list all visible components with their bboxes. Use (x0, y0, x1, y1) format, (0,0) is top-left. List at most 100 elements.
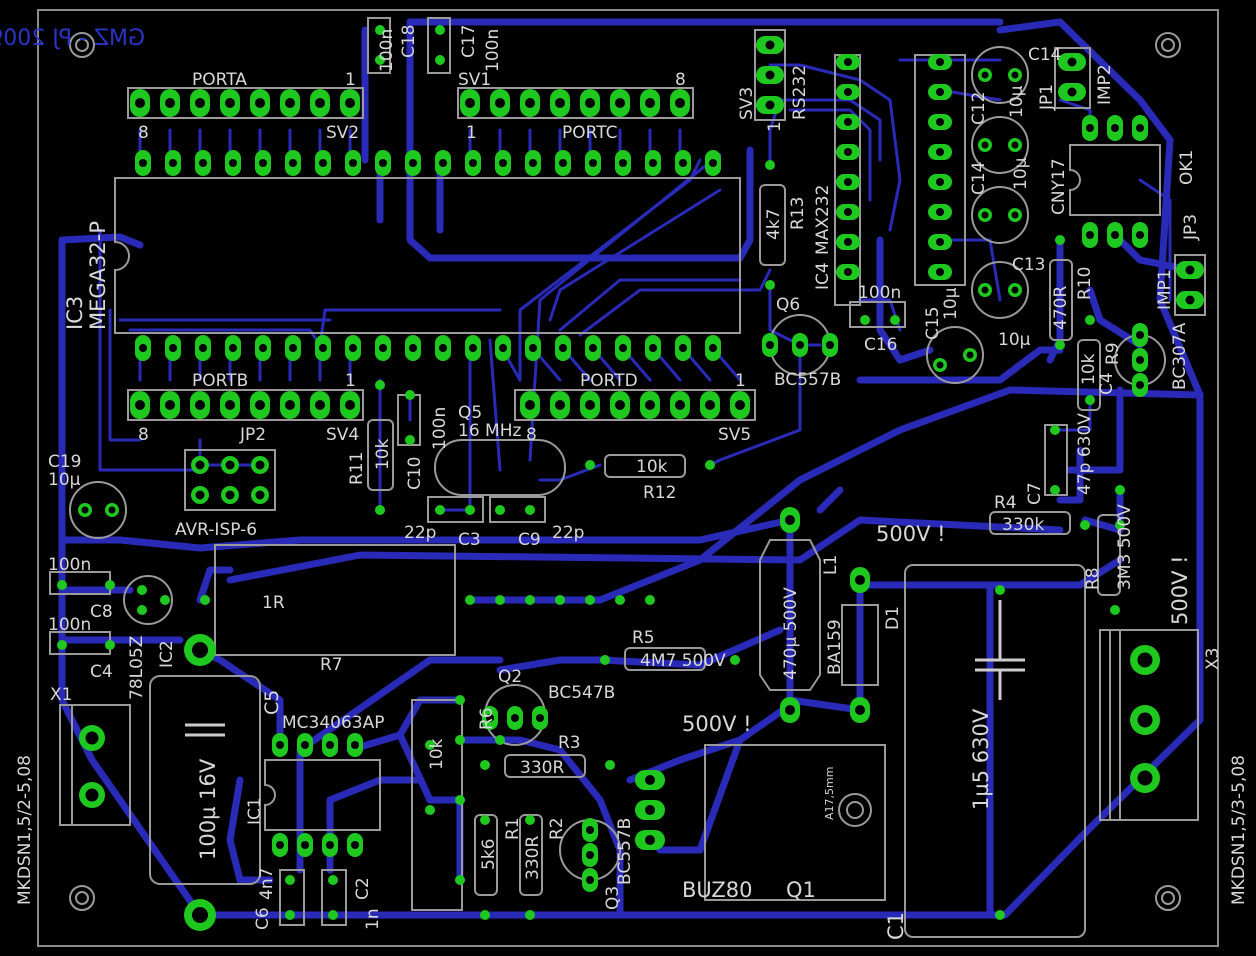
label-r12-val: 10k (636, 457, 668, 477)
pad-hole (645, 400, 655, 410)
pad-hole (319, 344, 327, 352)
label-mc34063: MC34063AP (282, 713, 385, 733)
pad-hole (195, 400, 205, 410)
pad-hole (315, 98, 325, 108)
via (585, 595, 595, 605)
label-q5-val: 16 MHz (458, 421, 521, 441)
label-r7: R7 (320, 655, 343, 675)
pad-hole (1067, 57, 1077, 67)
label-sv5: SV5 (718, 425, 751, 445)
label-r6: R6 (477, 707, 497, 730)
label-r5-val: 4M7 500V (640, 651, 726, 671)
label-r13-val: 4k7 (764, 209, 784, 240)
pad-hole (844, 238, 852, 246)
label-portd: PORTD (580, 371, 638, 391)
label-c17-val: 100n (483, 29, 503, 72)
pad-hole (675, 400, 685, 410)
label-r12: R12 (643, 483, 676, 503)
pad-hole (259, 344, 267, 352)
pad-hole (1011, 71, 1019, 79)
label-rs232: RS232 (790, 65, 810, 120)
label-c17: C17 (459, 24, 479, 58)
pad-hole (675, 98, 685, 108)
board-title: GMZ - PJ 2009 (0, 26, 145, 51)
pad-hole (1111, 231, 1119, 239)
via (585, 460, 595, 470)
label-c3-val: 22p (404, 523, 436, 543)
via (375, 55, 385, 65)
label-c1: C1 (884, 912, 908, 940)
pad-hole (1137, 770, 1153, 786)
pad-hole (645, 835, 655, 845)
pad-hole (765, 70, 775, 80)
label-c7: C7 (1025, 482, 1045, 505)
label-mkdsn-right: MKDSN1,5/3-5,08 (1229, 755, 1249, 905)
via (375, 25, 385, 35)
via (1080, 520, 1090, 530)
pad-hole (1136, 356, 1144, 364)
label-r13: R13 (788, 197, 808, 230)
via (600, 655, 610, 665)
pad-hole (1011, 286, 1019, 294)
board-outline (37, 9, 1219, 947)
via (645, 595, 655, 605)
label-sv4: SV4 (326, 425, 359, 445)
label-bc557b-q6: BC557B (774, 370, 841, 390)
label-c13: C13 (1012, 255, 1046, 275)
pad-hole (586, 851, 594, 859)
label-imp1: IMP1 (1155, 269, 1175, 310)
via (137, 605, 147, 615)
via (525, 910, 535, 920)
pad-hole (1067, 87, 1077, 97)
pad-hole (255, 490, 265, 500)
pad-hole (285, 400, 295, 410)
via (455, 795, 465, 805)
via (995, 585, 1005, 595)
pad-hole (199, 344, 207, 352)
via (1055, 235, 1065, 245)
label-portb-8: 8 (138, 425, 149, 445)
pad-hole (936, 118, 944, 126)
via (860, 315, 870, 325)
label-c12: C12 (969, 91, 989, 125)
pad-hole (981, 211, 989, 219)
pad-hole (315, 400, 325, 410)
pad-hole (679, 344, 687, 352)
via (405, 390, 415, 400)
via (480, 760, 490, 770)
pad-hole (936, 58, 944, 66)
pad-hole (499, 344, 507, 352)
via (200, 595, 210, 605)
warning-500v-3: 500V ! (682, 712, 752, 736)
pad-hole (981, 286, 989, 294)
via (435, 505, 445, 515)
pad-hole (1136, 331, 1144, 339)
pad-hole (936, 88, 944, 96)
pad-hole (936, 361, 944, 369)
label-r2-val: 5k6 (479, 839, 499, 870)
label-mega32p: MEGA32-P (86, 221, 110, 330)
pad-hole (195, 490, 205, 500)
label-q1: Q1 (786, 878, 816, 902)
via (605, 760, 615, 770)
pad-hole (766, 341, 774, 349)
pad-hole (326, 741, 334, 749)
via (425, 740, 435, 750)
pad-hole (349, 159, 357, 167)
cap-symbols (185, 600, 1025, 737)
pad-hole (589, 159, 597, 167)
label-r11: R11 (347, 452, 367, 485)
pad-hole (351, 741, 359, 749)
via (730, 655, 740, 665)
pad-hole (409, 344, 417, 352)
pad-hole (936, 238, 944, 246)
pad-hole (826, 341, 834, 349)
pad-hole (1086, 231, 1094, 239)
pad-hole (345, 400, 355, 410)
label-portb: PORTB (192, 371, 248, 391)
label-r3-val: 330R (520, 758, 564, 778)
label-r6-val: 10k (427, 738, 447, 770)
pad-hole (785, 705, 795, 715)
pad-hole (796, 341, 804, 349)
label-c19-val: 10µ (48, 470, 81, 490)
